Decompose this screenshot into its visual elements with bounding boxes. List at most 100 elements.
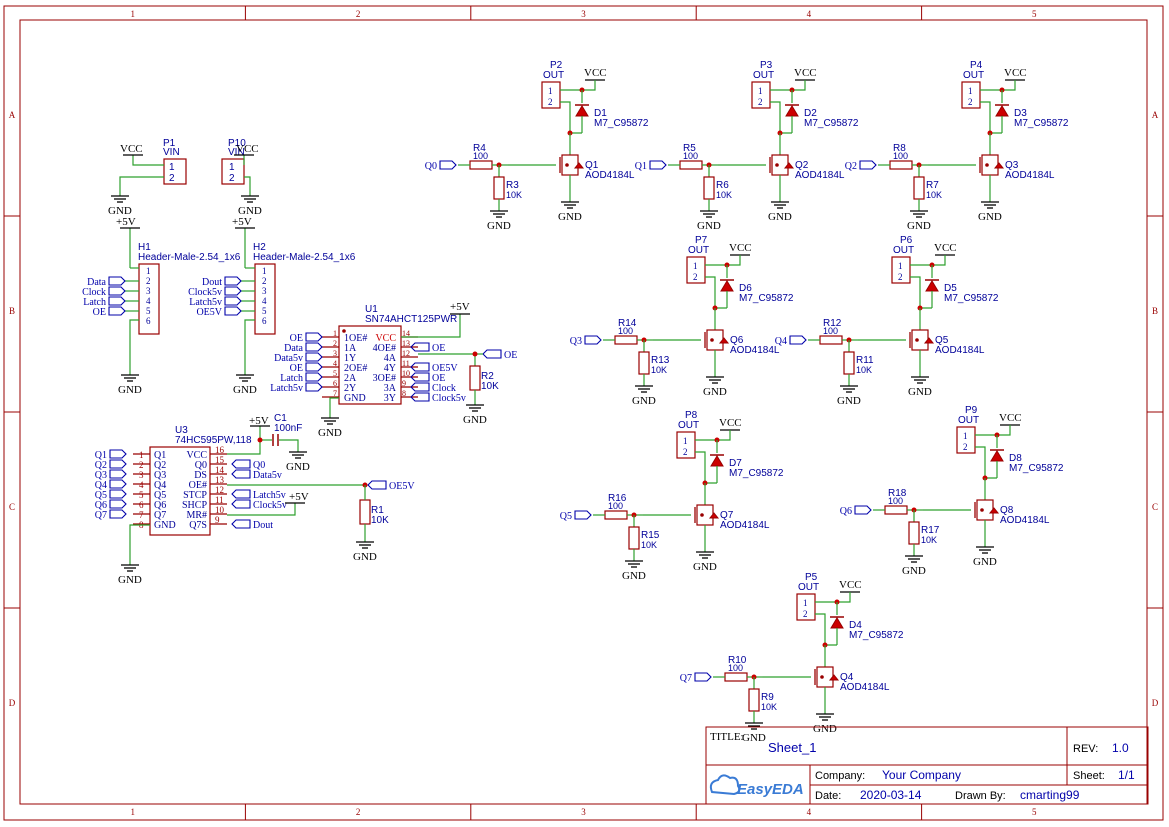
svg-text:Q5: Q5 (560, 511, 572, 522)
svg-text:Q3: Q3 (1005, 160, 1019, 171)
frame-col-label-top: 2 (356, 9, 361, 19)
channel-q3: P4OUT12VCCD3M7_C95872GNDQ3AOD4184LR8100G… (845, 60, 1069, 232)
svg-text:1: 1 (968, 86, 973, 96)
svg-text:2: 2 (968, 97, 973, 107)
svg-text:OUT: OUT (893, 245, 914, 256)
u3-pin-num: 5 (139, 490, 144, 500)
r2-ref: R2 (481, 371, 494, 382)
gnd-label: GND (632, 395, 656, 407)
h2-ref: H2 (253, 242, 266, 253)
u3-pin-num: 2 (139, 460, 144, 470)
u1-pin-name: GND (344, 393, 366, 404)
net-label: Dout (202, 276, 242, 288)
svg-text:VCC: VCC (729, 242, 752, 254)
svg-text:2: 2 (758, 97, 763, 107)
svg-text:R9: R9 (761, 692, 774, 703)
r1-value: 10K (371, 515, 389, 526)
gnd-symbol: GND (108, 195, 132, 217)
svg-text:R17: R17 (921, 525, 940, 536)
u1-pin-name: 2OE# (344, 363, 367, 374)
date-label: Date: (815, 790, 841, 802)
svg-text:1: 1 (898, 261, 903, 271)
u3-pin-num: 7 (139, 510, 144, 520)
svg-text:2: 2 (548, 97, 553, 107)
frame-row-label-left: C (9, 502, 15, 512)
svg-text:OUT: OUT (798, 582, 819, 593)
svg-text:Q1: Q1 (585, 160, 599, 171)
p10-pin1: 1 (229, 162, 235, 173)
svg-text:Q5: Q5 (935, 335, 949, 346)
net-label: Q2 (845, 160, 877, 172)
net-label: OE (410, 342, 445, 354)
u1-5v-label: +5V (450, 301, 470, 313)
connector-p10: P10 VIN 1 2 VCC (221, 138, 259, 196)
sheet-label: Sheet: (1073, 770, 1105, 782)
frame-row-label-left: A (9, 110, 16, 120)
gnd-symbol: GND (286, 451, 310, 473)
svg-text:Q1: Q1 (635, 161, 647, 172)
header-h2: H2 Header-Male-2.54_1x6 +5V 123456DoutCl… (188, 216, 356, 375)
p1-value: VIN (163, 147, 180, 158)
u1-pin-name: VCC (375, 333, 396, 344)
net-label: Latch5v (189, 296, 242, 308)
u1-pin-name: 4Y (384, 363, 396, 374)
p10-vcc-label: VCC (236, 143, 259, 155)
svg-text:Q6: Q6 (95, 500, 107, 511)
gnd-label: GND (978, 211, 1002, 223)
company-value: Your Company (882, 768, 961, 782)
net-label: OE5V (196, 306, 242, 318)
svg-text:Q5: Q5 (95, 490, 107, 501)
gnd-symbol: GND (908, 376, 932, 398)
svg-text:Latch5v: Latch5v (189, 297, 222, 308)
svg-text:Latch: Latch (83, 297, 106, 308)
gnd-symbol: GND (907, 210, 931, 232)
gnd-label: GND (902, 565, 926, 577)
c1-value: 100nF (274, 423, 302, 434)
svg-text:Latch5v: Latch5v (270, 383, 303, 394)
svg-text:100: 100 (618, 326, 633, 336)
header-pin-number: 3 (262, 286, 267, 296)
svg-text:10K: 10K (506, 190, 522, 200)
svg-text:P5: P5 (805, 572, 818, 583)
svg-text:P4: P4 (970, 60, 983, 71)
channel-q2: P3OUT12VCCD2M7_C95872GNDQ2AOD4184LR5100G… (635, 60, 859, 232)
gnd-symbol: GND (768, 201, 792, 223)
net-label: OE (410, 372, 445, 384)
net-label: Data (284, 342, 323, 354)
header-pin-number: 6 (262, 316, 267, 326)
u3-pin-num: 6 (139, 500, 144, 510)
date-value: 2020-03-14 (860, 788, 922, 802)
svg-text:R14: R14 (618, 318, 637, 329)
svg-text:R18: R18 (888, 488, 907, 499)
h2-5v-label: +5V (232, 216, 252, 228)
gnd-label: GND (463, 414, 487, 426)
svg-text:Clock: Clock (432, 383, 456, 394)
frame-col-label-bottom: 3 (581, 807, 586, 817)
net-label: Q2 (95, 459, 127, 471)
gnd-label: GND (487, 220, 511, 232)
u3-pin-name: Q2 (154, 460, 166, 471)
svg-text:OUT: OUT (753, 70, 774, 81)
u3-pin-num: 4 (139, 480, 144, 490)
net-label: OE (482, 349, 517, 361)
svg-text:VCC: VCC (839, 579, 862, 591)
u3-pin-name: Q7S (189, 520, 207, 531)
net-label: Latch5v (231, 489, 286, 501)
u3-pin-name: Q7 (154, 510, 166, 521)
svg-text:M7_C95872: M7_C95872 (729, 468, 784, 479)
net-label: Q0 (231, 459, 265, 471)
connector-p1: P1 VIN 1 2 VCC (119, 138, 187, 196)
net-label: Data5v (231, 469, 282, 481)
gnd-label: GND (837, 395, 861, 407)
u1-pin-num: 9 (402, 379, 406, 388)
gnd-symbol: GND (118, 374, 142, 396)
p10-ref: P10 (228, 138, 246, 149)
u3-pin-name: Q5 (154, 490, 166, 501)
svg-text:D7: D7 (729, 458, 742, 469)
svg-text:R5: R5 (683, 143, 696, 154)
ic-u1: U1 SN74AHCT125PWR 1OE#1OE1A2Data1Y3Data5… (270, 301, 517, 418)
svg-text:1: 1 (803, 598, 808, 608)
svg-text:2: 2 (693, 272, 698, 282)
